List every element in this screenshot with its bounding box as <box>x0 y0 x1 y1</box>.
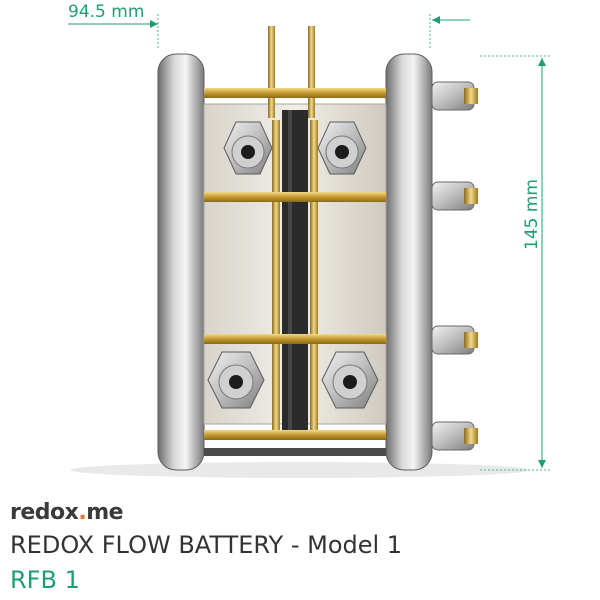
logo-text-right: me <box>86 500 124 525</box>
membrane-stack <box>282 110 308 440</box>
ground-shadow <box>70 462 530 478</box>
product-code: RFB 1 <box>10 566 80 594</box>
right-brass-plate <box>310 120 318 430</box>
right-end-plate <box>385 53 433 471</box>
product-title: REDOX FLOW BATTERY - Model 1 <box>10 531 403 559</box>
port-fitting-top-left <box>223 121 273 175</box>
height-dimension <box>480 55 552 471</box>
brand-logo: redox.me <box>10 500 124 525</box>
left-brass-plate <box>272 120 280 430</box>
bolt-heads <box>431 81 478 451</box>
height-dimension-label: 145 mm <box>522 179 542 250</box>
width-dimension <box>68 14 470 50</box>
electrode-tab-right <box>308 26 315 118</box>
port-fitting-bottom-left <box>207 351 265 409</box>
port-fitting-bottom-right <box>321 351 379 409</box>
port-fitting-top-right <box>317 121 367 175</box>
left-end-plate <box>157 53 205 471</box>
electrode-tab-left <box>268 26 275 118</box>
width-dimension-label: 94.5 mm <box>68 2 145 22</box>
battery-render <box>68 14 552 478</box>
logo-text-left: redox <box>10 500 79 525</box>
tie-rods <box>204 88 386 456</box>
logo-dot: . <box>78 500 87 525</box>
